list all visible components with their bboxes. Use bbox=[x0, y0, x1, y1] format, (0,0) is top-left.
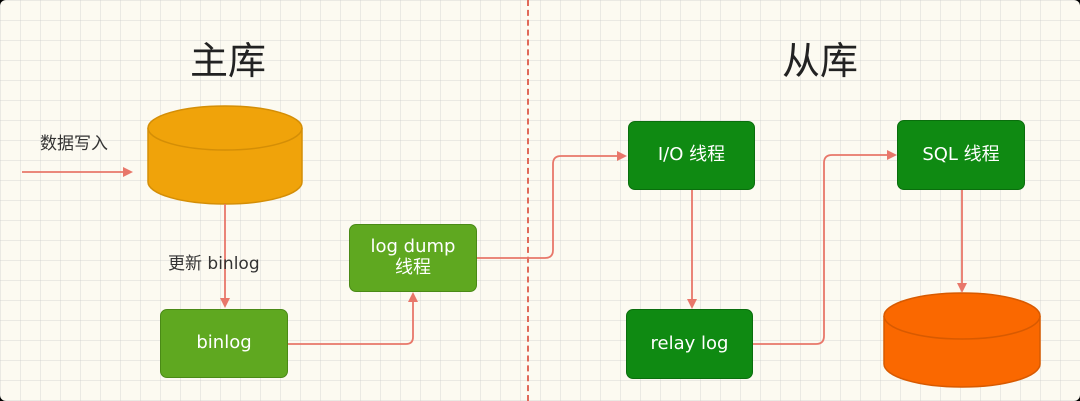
relay-to-sql-arrow bbox=[753, 150, 897, 345]
relay-log-box: relay log bbox=[626, 309, 753, 379]
binlog-to-dump-arrow bbox=[288, 292, 418, 345]
slave-title: 从库 bbox=[782, 39, 859, 83]
log-dump-label-line2: 线程 bbox=[395, 257, 431, 278]
master-title: 主库 bbox=[190, 39, 267, 83]
slave-database-icon bbox=[883, 292, 1041, 388]
sql-thread-box: SQL 线程 bbox=[897, 120, 1025, 190]
master-database-icon bbox=[147, 105, 303, 205]
log-dump-label-line1: log dump bbox=[370, 236, 456, 258]
data-write-label: 数据写入 bbox=[40, 134, 108, 154]
binlog-box-label: binlog bbox=[196, 332, 252, 354]
io-thread-box: I/O 线程 bbox=[628, 121, 755, 190]
sql-thread-label: SQL 线程 bbox=[922, 143, 1000, 165]
master-slave-divider bbox=[527, 0, 529, 401]
dump-to-io-arrow bbox=[477, 151, 627, 259]
relay-log-label: relay log bbox=[650, 332, 729, 354]
binlog-box: binlog bbox=[160, 309, 288, 378]
update-binlog-label: 更新 binlog bbox=[168, 254, 260, 274]
io-thread-label: I/O 线程 bbox=[657, 144, 726, 166]
log-dump-thread-box: log dump 线程 bbox=[349, 224, 477, 292]
